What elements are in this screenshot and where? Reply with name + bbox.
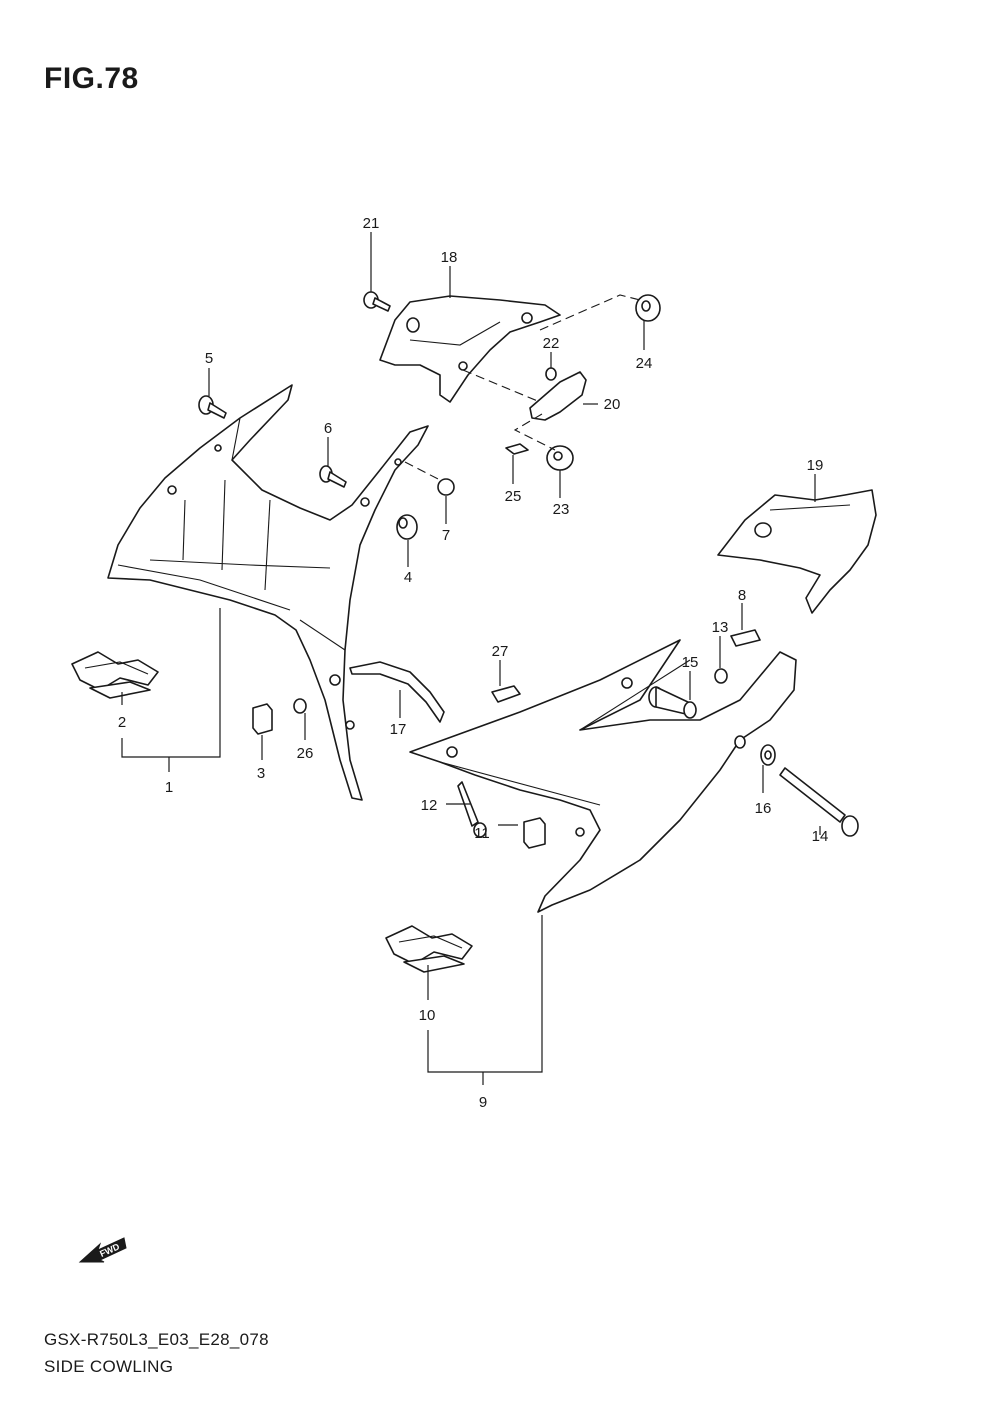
part-23-grommet[interactable] — [546, 445, 574, 471]
part-26-rivet[interactable] — [293, 698, 307, 714]
callout-23[interactable]: 23 — [553, 501, 570, 518]
part-16-washer[interactable] — [760, 744, 776, 766]
part-8-pad[interactable] — [730, 629, 761, 647]
part-9-lower-side-cowling[interactable] — [409, 639, 797, 913]
dashed-link-7 — [404, 461, 441, 481]
leader-group-9 — [427, 915, 543, 1073]
part-11-clip[interactable] — [523, 817, 546, 849]
callout-20[interactable]: 20 — [604, 396, 621, 413]
callout-2[interactable]: 2 — [118, 714, 126, 731]
callout-14[interactable]: 14 — [812, 828, 829, 845]
diagram-section-name: SIDE COWLING — [44, 1357, 174, 1376]
callout-26[interactable]: 26 — [297, 745, 314, 762]
part-17-trim-strip[interactable] — [349, 661, 445, 723]
part-27-pad[interactable] — [491, 685, 521, 703]
part-25-pad[interactable] — [505, 443, 529, 455]
part-14-bolt[interactable] — [779, 767, 859, 837]
callout-12[interactable]: 12 — [421, 797, 438, 814]
part-5-screw[interactable] — [198, 395, 227, 419]
part-6-screw[interactable] — [319, 465, 347, 488]
callout-19[interactable]: 19 — [807, 457, 824, 474]
callout-11[interactable]: 11 — [474, 825, 490, 842]
callout-6[interactable]: 6 — [324, 420, 332, 437]
callout-5[interactable]: 5 — [205, 350, 213, 367]
callout-15[interactable]: 15 — [682, 654, 699, 671]
dashed-link-24 — [539, 294, 641, 331]
fwd-arrow-icon: FWD — [78, 1237, 127, 1263]
part-3-clip[interactable] — [252, 703, 273, 735]
callout-27[interactable]: 27 — [492, 643, 509, 660]
part-24-grommet[interactable] — [635, 294, 661, 322]
part-22-screw[interactable] — [545, 367, 557, 381]
figure-title: FIG.78 — [44, 62, 139, 95]
part-20-bracket[interactable] — [529, 371, 587, 421]
callout-16[interactable]: 16 — [755, 800, 772, 817]
callout-22[interactable]: 22 — [543, 335, 560, 352]
callout-3[interactable]: 3 — [257, 765, 265, 782]
part-19-side-panel[interactable] — [717, 489, 877, 614]
part-7-nut[interactable] — [437, 478, 455, 496]
callout-1[interactable]: 1 — [165, 779, 173, 796]
part-21-screw[interactable] — [363, 291, 391, 312]
dashed-link-23 — [513, 413, 556, 451]
callout-17[interactable]: 17 — [390, 721, 407, 738]
dashed-link-20 — [462, 369, 541, 403]
callout-9[interactable]: 9 — [479, 1094, 487, 1111]
fwd-label: FWD — [98, 1241, 121, 1259]
diagram-code: GSX-R750L3_E03_E28_078 — [44, 1330, 269, 1349]
callout-7[interactable]: 7 — [442, 527, 450, 544]
callout-13[interactable]: 13 — [712, 619, 729, 636]
callout-10[interactable]: 10 — [419, 1007, 436, 1024]
callout-18[interactable]: 18 — [441, 249, 458, 266]
callout-25[interactable]: 25 — [505, 488, 522, 505]
part-4-grommet[interactable] — [396, 514, 418, 540]
part-2-emblem-decal[interactable] — [71, 651, 159, 699]
part-18-inner-panel[interactable] — [379, 295, 561, 403]
part-13-nut[interactable] — [714, 668, 728, 684]
callout-24[interactable]: 24 — [636, 355, 653, 372]
part-15-collar[interactable] — [648, 686, 697, 719]
callout-21[interactable]: 21 — [363, 215, 380, 232]
part-1-upper-side-cowling[interactable] — [107, 384, 429, 801]
leader-group-1 — [121, 608, 221, 758]
callout-4[interactable]: 4 — [404, 569, 412, 586]
part-10-emblem-decal[interactable] — [385, 925, 473, 973]
callout-8[interactable]: 8 — [738, 587, 746, 604]
